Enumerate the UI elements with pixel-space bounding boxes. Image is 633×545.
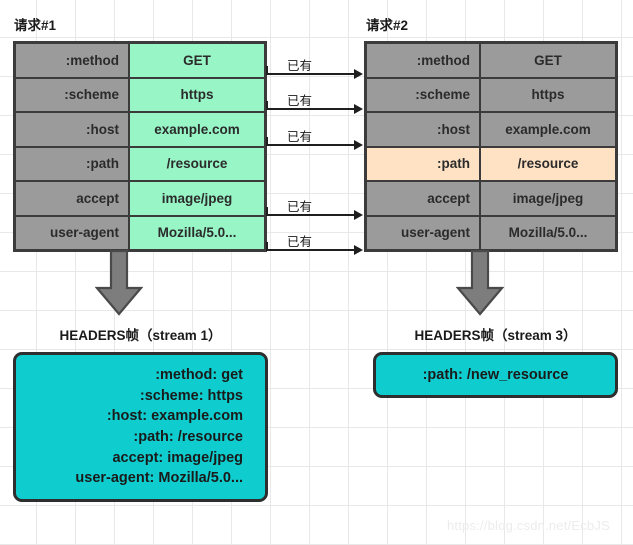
header-value-cell: example.com <box>129 112 265 147</box>
header-value-cell: Mozilla/5.0... <box>129 215 265 250</box>
headers-frame-stream3-body: :path: /new_resource <box>422 366 569 383</box>
connector-arrowhead <box>354 209 363 220</box>
header-name-cell: :path <box>15 146 129 181</box>
connector-label: 已有 <box>287 129 313 144</box>
connector-arrowhead <box>354 245 363 255</box>
connector-stub <box>266 136 268 146</box>
connector-label: 已有 <box>287 235 313 249</box>
header-name-cell: accept <box>366 181 480 216</box>
connector-stub <box>266 101 268 111</box>
connector-line <box>266 249 355 251</box>
down-arrow-right <box>456 250 504 316</box>
header-value-cell: https <box>129 77 265 112</box>
header-name-cell: :scheme <box>366 77 480 112</box>
request2-title: 请求#2 <box>366 18 409 33</box>
header-name-cell: :scheme <box>15 77 129 112</box>
connector-arrowhead <box>354 69 363 80</box>
header-value-cell: https <box>480 77 616 112</box>
connector-line <box>266 108 355 111</box>
header-value-cell: example.com <box>480 112 616 147</box>
connector-stub <box>266 206 268 216</box>
header-name-cell: :host <box>15 112 129 147</box>
connector-line <box>266 73 355 76</box>
header-name-cell: :method <box>366 43 480 78</box>
header-value-cell: Mozilla/5.0... <box>480 215 616 250</box>
watermark: https://blog.csdn.net/EcbJS <box>447 518 610 533</box>
connector-stub <box>266 242 268 251</box>
connector-arrowhead <box>354 104 363 115</box>
connector-label: 已有 <box>287 94 313 109</box>
header-value-cell: image/jpeg <box>129 181 265 216</box>
header-name-cell: :host <box>366 112 480 147</box>
header-value-cell: /resource <box>129 146 265 181</box>
connector-stub <box>266 66 268 76</box>
header-name-cell: accept <box>15 181 129 216</box>
connector-line <box>266 143 355 146</box>
frame1-caption: HEADERS帧（stream 1） <box>59 328 222 343</box>
header-name-cell: :path <box>366 146 480 181</box>
header-value-cell: GET <box>480 43 616 78</box>
header-value-cell: /resource <box>480 146 616 181</box>
header-name-cell: :method <box>15 43 129 78</box>
header-value-cell: image/jpeg <box>480 181 616 216</box>
table-row: :path/resource <box>15 146 265 181</box>
header-name-cell: user-agent <box>366 215 480 250</box>
headers-frame-stream1-body: :method: get :scheme: https :host: examp… <box>75 367 243 487</box>
down-arrow-left <box>95 250 143 316</box>
headers-frame-stream3: :path: /new_resource <box>373 352 618 398</box>
connector-label: 已有 <box>287 199 313 214</box>
headers-frame-stream1: :method: get :scheme: https :host: examp… <box>13 352 268 502</box>
frame2-caption: HEADERS帧（stream 3） <box>414 328 577 343</box>
request1-title: 请求#1 <box>14 18 57 33</box>
table-row: :path/resource <box>366 146 616 181</box>
connector-label: 已有 <box>287 59 313 74</box>
connector-arrowhead <box>354 139 363 150</box>
connector-line <box>266 213 355 216</box>
header-value-cell: GET <box>129 43 265 78</box>
header-name-cell: user-agent <box>15 215 129 250</box>
